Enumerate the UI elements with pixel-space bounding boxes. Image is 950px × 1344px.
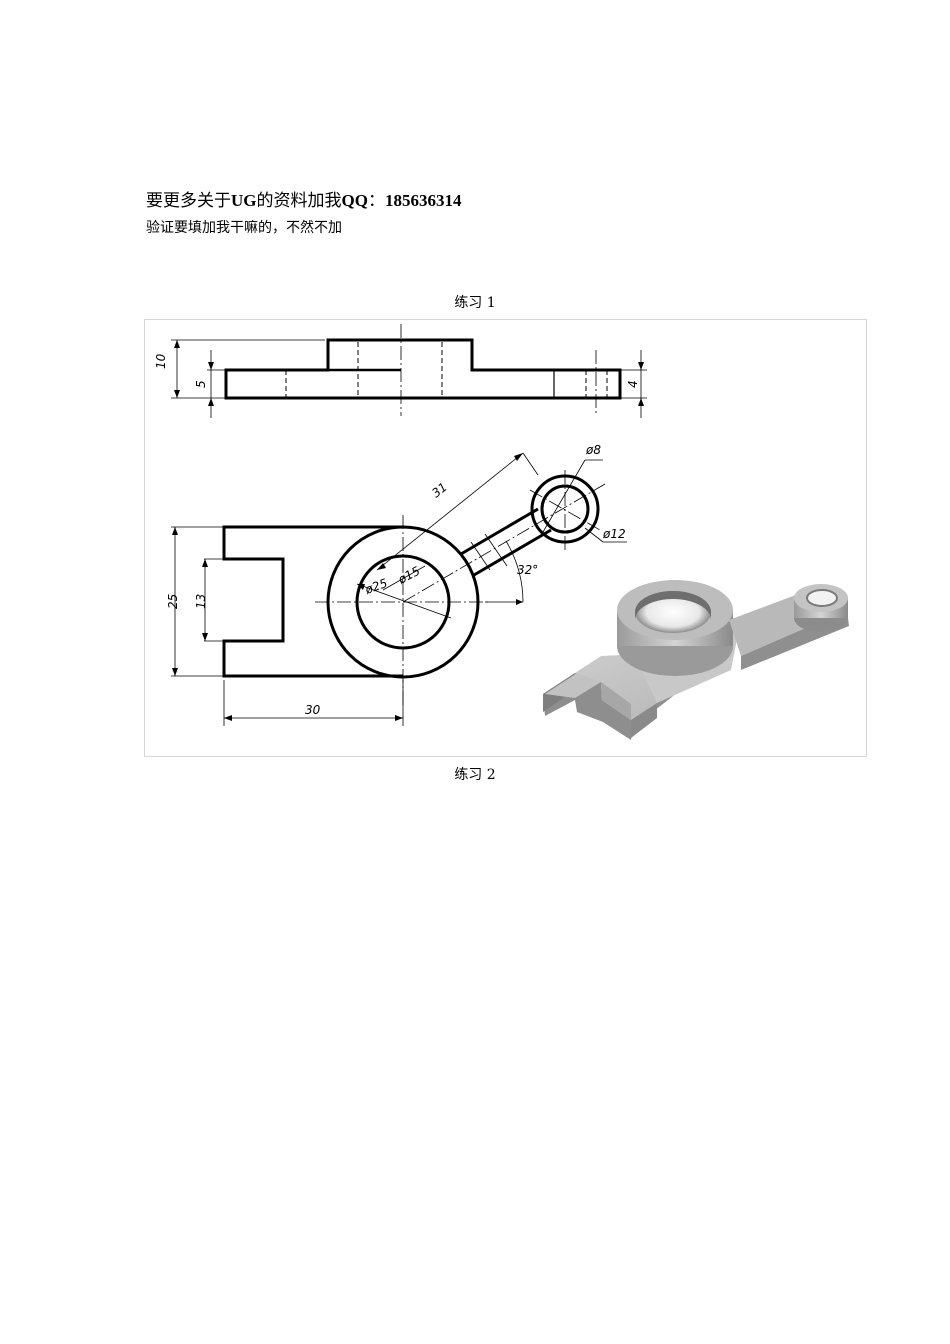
headline-qq-label: QQ	[341, 191, 368, 210]
dim-height-13: 13	[194, 594, 208, 609]
page-headline: 要更多关于UG的资料加我QQ：185636314	[146, 190, 461, 212]
dim-height-10: 10	[154, 353, 168, 369]
caption-exercise-2: 练习 2	[454, 767, 496, 783]
dim-height-25: 25	[166, 594, 180, 609]
front-view-outline	[224, 338, 622, 400]
headline-colon: ：	[367, 191, 385, 211]
headline-ug: UG	[231, 191, 257, 210]
technical-drawing-figure: 10 5 4	[144, 319, 867, 757]
base-outline	[222, 525, 403, 678]
headline-qq-number: 185636314	[384, 191, 462, 210]
page-subheadline: 验证要填加我干嘛的，不然不加	[146, 220, 342, 236]
headline-middle: 的资料加我	[256, 191, 342, 211]
headline-prefix: 要更多关于	[146, 191, 231, 211]
dim-length-31: 31	[429, 480, 450, 500]
dim-width-30: 30	[305, 703, 321, 717]
dim-angle-32: 32°	[517, 563, 538, 577]
technical-drawing: 10 5 4	[154, 324, 849, 740]
dim-height-5: 5	[194, 380, 208, 388]
top-view	[171, 452, 627, 726]
caption-exercise-1: 练习 1	[454, 295, 496, 311]
dim-diameter-15: ø15	[395, 564, 422, 587]
isometric-model	[543, 580, 849, 740]
dim-height-4: 4	[626, 380, 640, 388]
dim-diameter-12: ø12	[602, 527, 626, 541]
dim-diameter-8: ø8	[585, 443, 601, 457]
front-view	[171, 324, 647, 418]
